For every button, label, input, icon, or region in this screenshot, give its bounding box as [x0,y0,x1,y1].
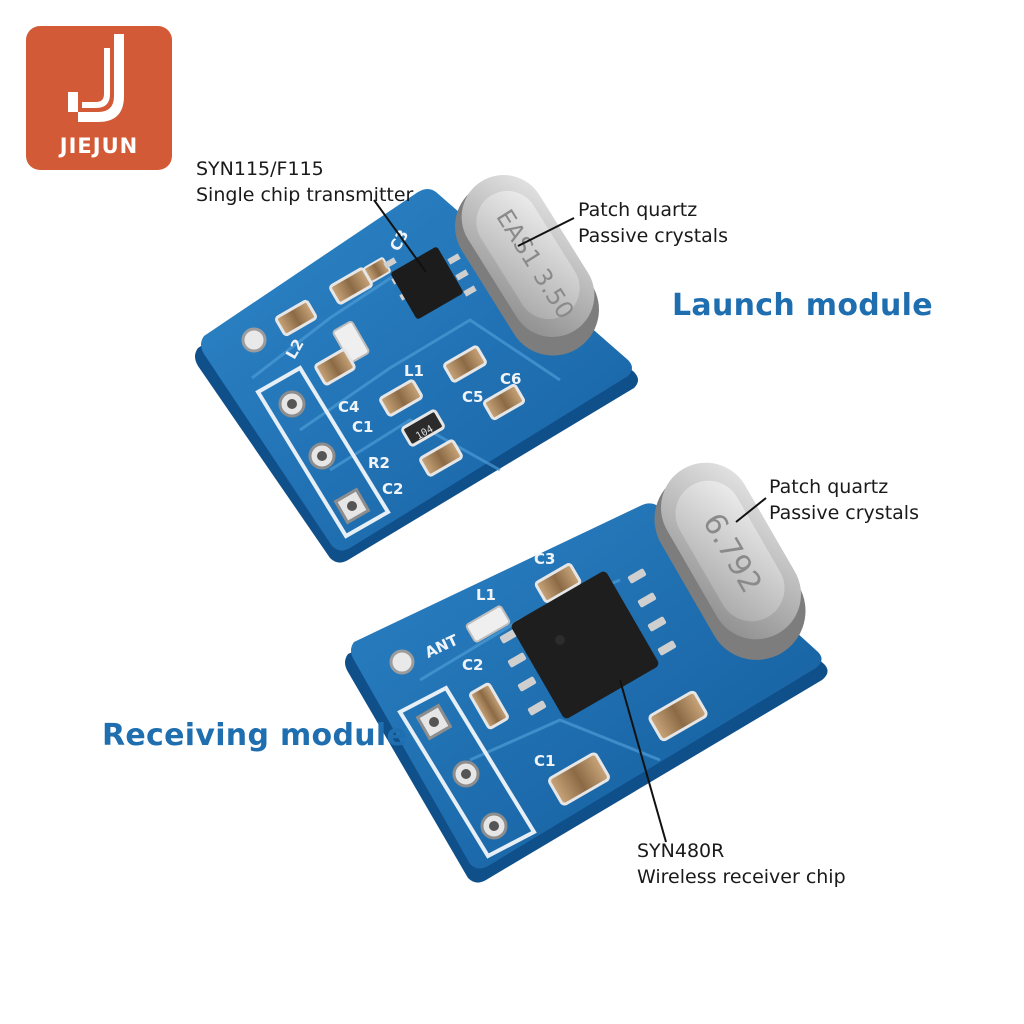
transmitter-chip [383,247,477,319]
silk-label: C1 [352,418,373,436]
silk-label: C6 [500,370,521,388]
leader-line [735,497,767,523]
launch-module-board: 104 L2 C3 L1 C4 C1 C5 C6 R2 C2 [195,174,638,563]
mounting-hole [389,649,415,675]
launch-crystal: EAS1 3.50 [455,174,599,356]
silk-label: C2 [462,656,483,674]
silk-label: C2 [382,480,403,498]
silk-label: C1 [534,752,555,770]
silk-label: C4 [338,398,359,416]
receiver-chip-label: SYN480R Wireless receiver chip [637,840,846,888]
receiver-crystal-label: Patch quartz Passive crystals [769,476,919,524]
leader-line [619,679,667,843]
receiver-chip [499,568,677,719]
letter-j-mark-icon [68,34,124,122]
silk-label: R2 [368,454,390,472]
launch-crystal-label: Patch quartz Passive crystals [578,199,728,247]
leader-line [373,199,427,273]
receiving-module-board: L1 C3 ANT C2 C1 6.7 [345,462,828,883]
silk-label: L1 [404,362,424,380]
transmitter-chip-label: SYN115/F115 Single chip transmitter [196,158,414,206]
mounting-hole [241,327,267,353]
launch-module-heading: Launch module [672,288,933,323]
smd-components [465,563,708,806]
smd-components [275,257,525,477]
receiver-crystal: 6.792 [654,462,806,660]
brand-name: JIEJUN [59,134,139,158]
receiving-module-heading: Receiving module [102,718,408,753]
silk-label: C5 [462,388,483,406]
silk-label: C3 [534,550,555,568]
silk-label: L1 [476,586,496,604]
leader-line [517,217,575,247]
brand-logo: JIEJUN [26,26,172,170]
